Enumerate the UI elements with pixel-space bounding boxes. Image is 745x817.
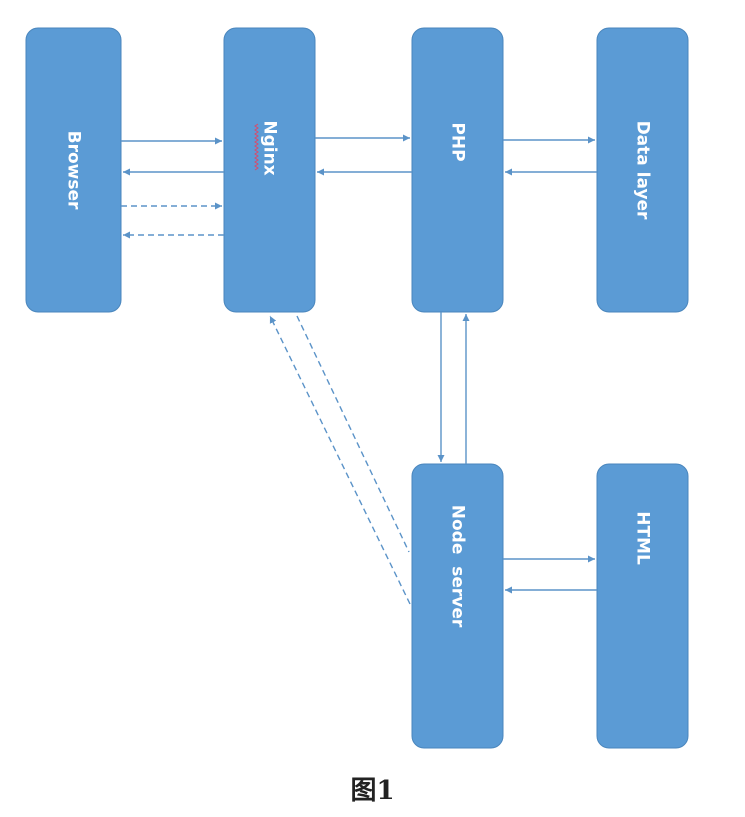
spellcheck-underline: [254, 123, 259, 171]
node-server-label: Node server: [448, 505, 468, 628]
php-node: PHP: [411, 27, 504, 313]
browser-label: Browser: [64, 131, 84, 210]
nginx-node: Nginx: [223, 27, 316, 313]
figure-caption: 图1: [350, 776, 395, 806]
data-layer-node: Data layer: [596, 27, 689, 313]
node-server-node: Node server: [411, 463, 504, 749]
dashed-arrow-node-server-to-nginx: [269, 315, 411, 605]
html-label: HTML: [633, 511, 653, 565]
html-node: HTML: [596, 463, 689, 749]
dashed-arrow-nginx-to-node-server: [296, 315, 410, 553]
browser-node: Browser: [25, 27, 122, 313]
data-layer-label: Data layer: [633, 121, 653, 220]
nginx-label: Nginx: [260, 120, 280, 175]
php-label: PHP: [448, 122, 468, 161]
